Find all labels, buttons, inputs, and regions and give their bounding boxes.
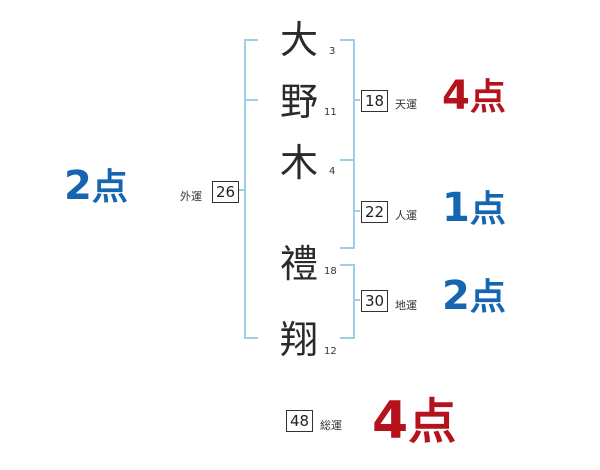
souun-label: 総運 <box>320 419 342 432</box>
gaiun-score: 2点 <box>64 158 128 210</box>
tenun-label: 天運 <box>395 98 417 111</box>
tenun-score: 4点 <box>442 68 506 120</box>
stroke-count-5: 12 <box>324 346 337 357</box>
stroke-count-1: 3 <box>329 46 336 57</box>
stroke-count-4: 18 <box>324 266 337 277</box>
name-char-3: 木 <box>279 141 318 185</box>
chiun-bracket <box>340 264 355 339</box>
gaiun-score-unit: 点 <box>91 167 128 208</box>
chiun-value-box: 30 <box>361 290 389 312</box>
jinun-score-number: 1 <box>442 185 470 231</box>
gaiun-score-number: 2 <box>64 163 92 209</box>
outer-bracket <box>244 39 258 339</box>
jinun-bracket <box>340 159 355 249</box>
chiun-label: 地運 <box>395 299 417 312</box>
jinun-label: 人運 <box>395 209 417 222</box>
chiun-score-unit: 点 <box>469 277 506 318</box>
chiun-score-number: 2 <box>442 273 470 319</box>
name-char-1: 大 <box>279 18 318 62</box>
souun-score-unit: 点 <box>408 394 457 450</box>
souun-score-number: 4 <box>372 391 409 451</box>
gaiun-label: 外運 <box>180 190 202 203</box>
tenun-score-unit: 点 <box>469 77 506 118</box>
name-char-2: 野 <box>279 80 318 124</box>
jinun-score-unit: 点 <box>469 189 506 230</box>
name-char-4: 禮 <box>279 242 318 286</box>
jinun-value-box: 22 <box>361 201 389 223</box>
souun-value-box: 48 <box>286 410 314 432</box>
gaiun-value-box: 26 <box>212 181 240 203</box>
tenun-score-number: 4 <box>442 73 470 119</box>
souun-score: 4点 <box>372 382 456 452</box>
name-char-5: 翔 <box>279 318 318 362</box>
stroke-count-3: 4 <box>329 166 336 177</box>
stroke-count-2: 11 <box>324 107 337 118</box>
tenun-value-box: 18 <box>361 90 389 112</box>
tenun-bracket <box>340 39 355 161</box>
jinun-score: 1点 <box>442 180 506 232</box>
chiun-score: 2点 <box>442 268 506 320</box>
